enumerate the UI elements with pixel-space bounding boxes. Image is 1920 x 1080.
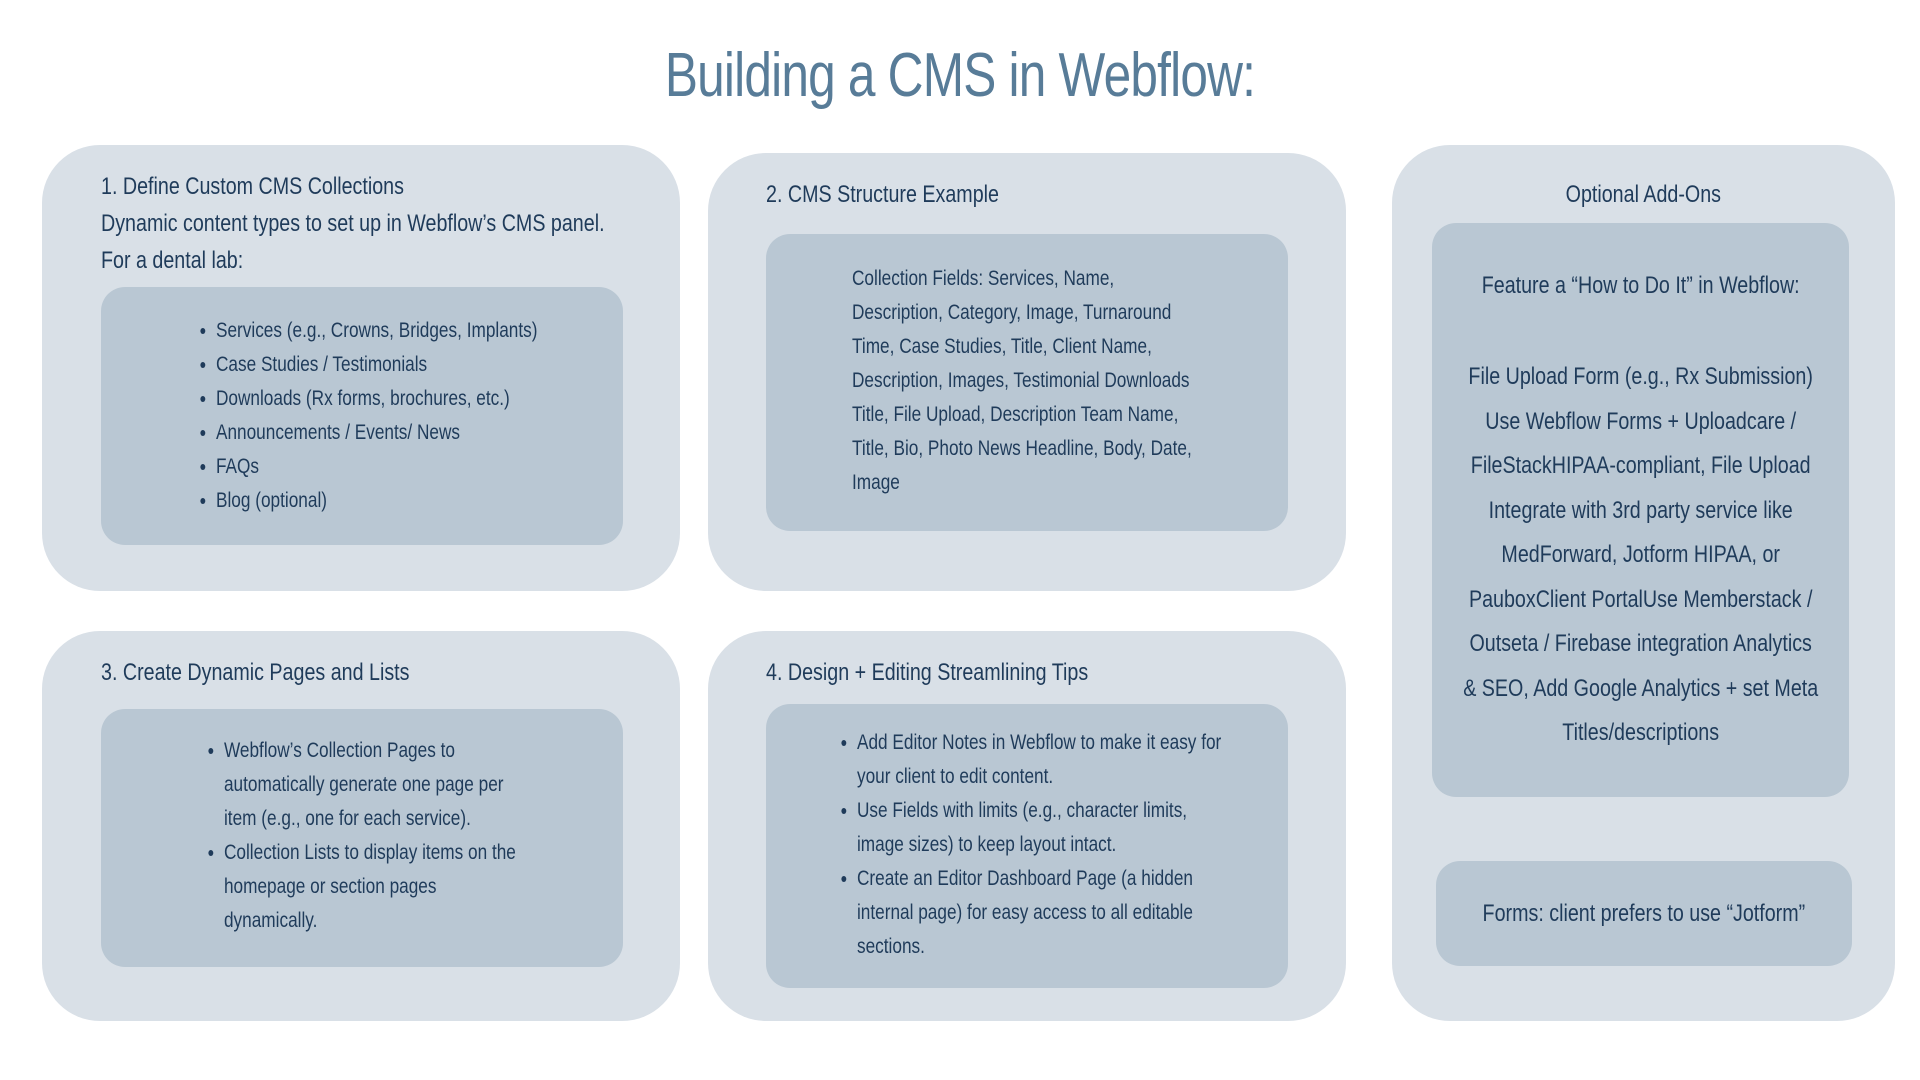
text-line: & SEO, Add Google Analytics + set Meta (1463, 674, 1819, 702)
collections-list-box: Services (e.g., Crowns, Bridges, Implant… (101, 287, 623, 545)
list-item: Announcements / Events/ News (216, 416, 538, 450)
card-heading: 1. Define Custom CMS Collections (101, 173, 404, 200)
text-line: File Upload Form (e.g., Rx Submission) (1468, 363, 1813, 390)
forms-note-box: Forms: client prefers to use “Jotform” (1436, 861, 1852, 966)
card-heading: Optional Add-Ons (1565, 181, 1721, 208)
text-line: Image (852, 471, 900, 494)
list-item: Services (e.g., Crowns, Bridges, Implant… (216, 314, 538, 348)
card-structure-example: 2. CMS Structure Example Collection Fiel… (708, 153, 1346, 591)
list-item: Collection Lists to display items on the… (224, 836, 516, 938)
card-optional-addons: Optional Add-Ons Feature a “How to Do It… (1392, 145, 1895, 1021)
feature-heading: Feature a “How to Do It” in Webflow: (1481, 272, 1800, 299)
list-item: Add Editor Notes in Webflow to make it e… (857, 726, 1221, 794)
text-line: Use Webflow Forms + Uploadcare / (1485, 407, 1797, 435)
list-item: Case Studies / Testimonials (216, 348, 538, 382)
card-define-collections: 1. Define Custom CMS Collections Dynamic… (42, 145, 680, 591)
text-line: MedForward, Jotform HIPAA, or (1501, 541, 1780, 568)
text-line: Description, Category, Image, Turnaround (852, 301, 1172, 324)
text-line: Outseta / Firebase integration Analytics (1469, 630, 1812, 657)
text-line: Collection Fields: Services, Name, (852, 267, 1115, 290)
list-item: Blog (optional) (216, 484, 538, 518)
addons-box: Feature a “How to Do It” in Webflow: Fil… (1432, 223, 1849, 797)
forms-note: Forms: client prefers to use “Jotform” (1482, 900, 1806, 927)
text-line: Title, File Upload, Description Team Nam… (852, 403, 1179, 426)
card-streamlining-tips: 4. Design + Editing Streamlining Tips Ad… (708, 631, 1346, 1021)
card-dynamic-pages: 3. Create Dynamic Pages and Lists Webflo… (42, 631, 680, 1021)
tips-list: Add Editor Notes in Webflow to make it e… (834, 726, 1221, 964)
addons-text: File Upload Form (e.g., Rx Submission) U… (1432, 355, 1849, 756)
text-line: Integrate with 3rd party service like (1488, 496, 1793, 524)
card-heading: 3. Create Dynamic Pages and Lists (101, 659, 410, 686)
list-item: Create an Editor Dashboard Page (a hidde… (857, 862, 1221, 964)
page-title: Building a CMS in Webflow: (664, 41, 1256, 110)
dynamic-pages-list: Webflow’s Collection Pages to automatica… (201, 734, 516, 938)
text-line: Description, Images, Testimonial Downloa… (852, 369, 1190, 392)
card-heading: 4. Design + Editing Streamlining Tips (766, 659, 1089, 686)
card-description: For a dental lab: (101, 247, 244, 274)
text-line: Time, Case Studies, Title, Client Name, (852, 335, 1152, 358)
text-line: FileStackHIPAA-compliant, File Upload (1470, 452, 1811, 479)
card-heading: 2. CMS Structure Example (766, 181, 999, 208)
list-item: Webflow’s Collection Pages to automatica… (224, 734, 516, 836)
card-description: Dynamic content types to set up in Webfl… (101, 210, 605, 237)
list-item: FAQs (216, 450, 538, 484)
text-line: PauboxClient PortalUse Memberstack / (1468, 585, 1813, 613)
structure-text-box: Collection Fields: Services, Name, Descr… (766, 234, 1288, 531)
collections-list: Services (e.g., Crowns, Bridges, Implant… (193, 314, 538, 518)
tips-box: Add Editor Notes in Webflow to make it e… (766, 704, 1288, 988)
list-item: Downloads (Rx forms, brochures, etc.) (216, 382, 538, 416)
dynamic-pages-box: Webflow’s Collection Pages to automatica… (101, 709, 623, 967)
text-line: Titles/descriptions (1562, 719, 1720, 746)
structure-text: Collection Fields: Services, Name, Descr… (852, 262, 1192, 500)
list-item: Use Fields with limits (e.g., character … (857, 794, 1221, 862)
text-line: Title, Bio, Photo News Headline, Body, D… (852, 437, 1192, 460)
